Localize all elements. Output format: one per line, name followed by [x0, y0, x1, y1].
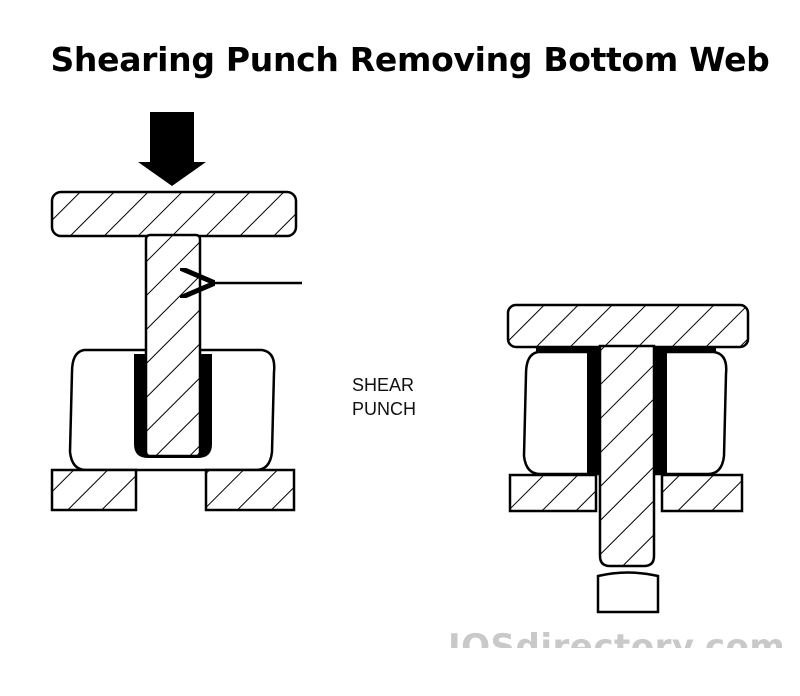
shear-punch-label: SHEAR PUNCH [352, 373, 416, 421]
watermark-logo: IQSdirectory.com [448, 622, 788, 648]
right-punch [598, 344, 656, 568]
right-wall-left [587, 348, 600, 474]
right-base-block-right [660, 473, 744, 513]
diagram-title: Shearing Punch Removing Bottom Web [50, 40, 770, 79]
right-wall-right [654, 348, 667, 474]
shear-punch-label-line1: SHEAR [352, 375, 415, 395]
force-arrow-icon [138, 112, 206, 186]
left-base-block-right [204, 468, 296, 512]
right-panel [506, 303, 750, 614]
left-base-block-left [50, 468, 138, 512]
left-holder-plate [50, 190, 298, 238]
right-base-block-left [508, 473, 598, 513]
right-holder-plate [506, 303, 750, 349]
removed-bottom-web [596, 571, 660, 614]
shear-punch-label-line2: PUNCH [352, 399, 417, 419]
left-panel [50, 112, 302, 512]
left-punch [144, 233, 202, 458]
watermark-text: IQSdirectory.com [448, 627, 786, 648]
left-workpiece-cup [134, 354, 212, 458]
